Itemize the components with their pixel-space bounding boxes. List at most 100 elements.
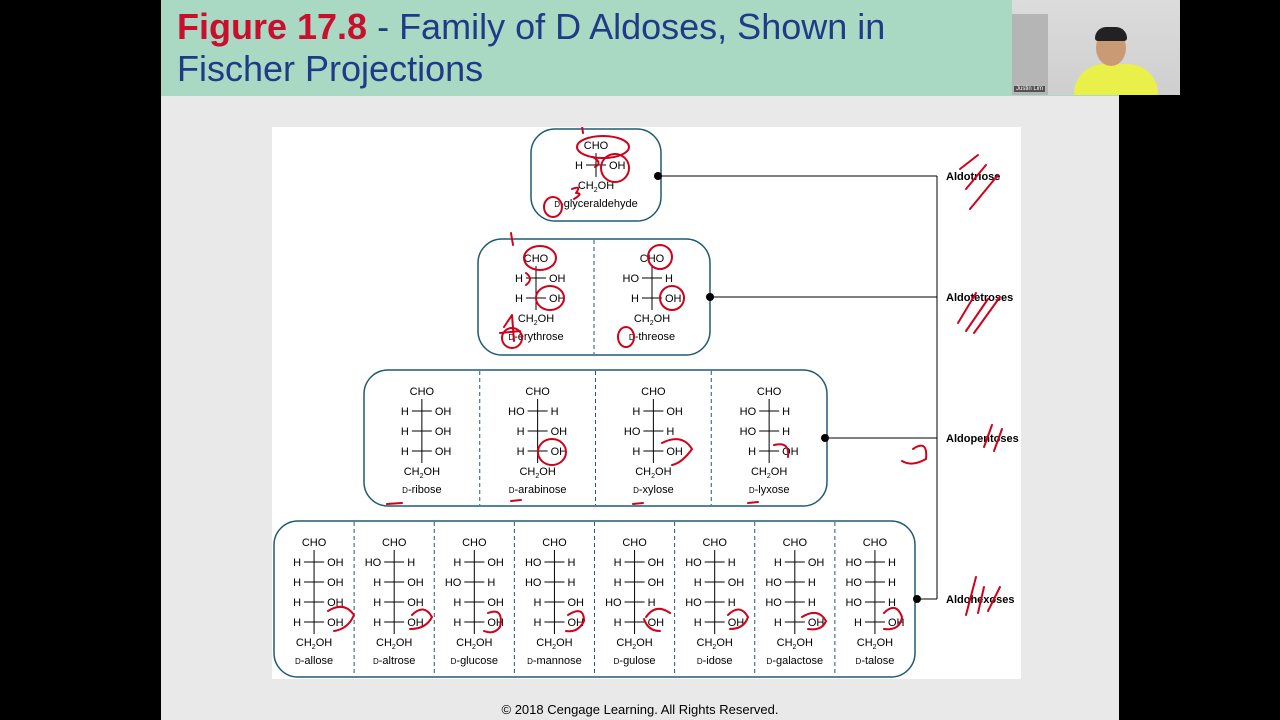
h-label: H (694, 577, 702, 589)
handwritten-strike (983, 424, 1003, 452)
h-label: H (533, 617, 541, 629)
oh-label: OH (327, 557, 344, 569)
oh-label: OH (808, 557, 825, 569)
handwritten-annotation (565, 610, 585, 633)
sugar-name: D-lyxose (749, 484, 790, 496)
h-label: H (774, 557, 782, 569)
cho-label: CHO (524, 253, 549, 265)
h-label: H (373, 597, 381, 609)
sugar-name: D-gulose (614, 655, 656, 667)
sugar-name: D-ribose (402, 484, 441, 496)
h-label: H (666, 426, 674, 438)
handwritten-number-2 (525, 272, 531, 286)
ch2oh-label: CH2OH (634, 313, 670, 327)
ho-label: HO (365, 557, 382, 569)
ch2oh-label: CH2OH (857, 637, 893, 651)
h-label: H (453, 557, 461, 569)
ho-label: HO (845, 597, 862, 609)
oh-label: OH (728, 577, 745, 589)
handwritten-underline (632, 502, 644, 505)
sugar-name: D-idose (697, 655, 733, 667)
handwritten-strike (957, 292, 1001, 334)
handwritten-annotation (883, 606, 903, 631)
title-text: - Family of D Aldoses, Shown in (367, 6, 886, 47)
oh-label: OH (551, 446, 568, 458)
oh-label: OH (567, 617, 584, 629)
h-label: H (551, 406, 559, 418)
webcam-person-hair (1095, 27, 1127, 41)
handwritten-circle (647, 244, 673, 270)
handwritten-circle (537, 438, 567, 466)
ch2oh-label: CH2OH (635, 466, 671, 480)
handwritten-circle (600, 153, 630, 183)
oh-label: OH (551, 426, 568, 438)
handwritten-circle (501, 327, 523, 349)
oh-label: OH (665, 293, 682, 305)
connector-dot (821, 434, 829, 442)
sugar-name: D-xylose (633, 484, 674, 496)
sugar-name: D-talose (856, 655, 895, 667)
h-label: H (293, 577, 301, 589)
h-label: H (373, 617, 381, 629)
h-label: H (293, 597, 301, 609)
ho-label: HO (525, 557, 542, 569)
connector-dot (913, 595, 921, 603)
group-label: Aldopentoses (946, 433, 1019, 445)
cho-label: CHO (462, 537, 487, 549)
h-label: H (373, 577, 381, 589)
ho-label: HO (845, 557, 862, 569)
h-label: H (515, 273, 523, 285)
ho-label: HO (765, 597, 782, 609)
handwritten-annotation (901, 444, 928, 465)
webcam-person-body (1074, 64, 1158, 95)
oh-label: OH (648, 577, 665, 589)
oh-label: OH (648, 617, 665, 629)
sugar-name: D-altrose (373, 655, 415, 667)
slide-title: Figure 17.8 - Family of D Aldoses, Shown… (177, 6, 885, 90)
oh-label: OH (435, 426, 452, 438)
ch2oh-label: CH2OH (536, 637, 572, 651)
cho-label: CHO (584, 140, 609, 152)
h-label: H (774, 617, 782, 629)
sugar-name: D-glyceraldehyde (554, 198, 637, 210)
handwritten-circle (576, 135, 630, 159)
ch2oh-label: CH2OH (456, 637, 492, 651)
oh-label: OH (487, 557, 504, 569)
h-label: H (401, 406, 409, 418)
h-label: H (614, 577, 622, 589)
handwritten-number-2 (592, 156, 600, 168)
oh-label: OH (728, 617, 745, 629)
sugar-name: D-erythrose (508, 331, 563, 343)
ho-label: HO (685, 597, 702, 609)
ch2oh-label: CH2OH (777, 637, 813, 651)
cho-label: CHO (622, 537, 647, 549)
connector-dot (706, 293, 714, 301)
figure-number: Figure 17.8 (177, 6, 368, 47)
h-label: H (648, 597, 656, 609)
h-label: H (515, 293, 523, 305)
cho-label: CHO (542, 537, 567, 549)
group-label: Aldotriose (946, 171, 1000, 183)
ch2oh-label: CH2OH (519, 466, 555, 480)
handwritten-annotation (327, 605, 355, 632)
handwritten-annotation (483, 610, 502, 634)
cho-label: CHO (525, 386, 550, 398)
h-label: H (453, 617, 461, 629)
oh-label: OH (549, 293, 566, 305)
h-label: H (533, 597, 541, 609)
h-label: H (631, 293, 639, 305)
handwritten-circle (543, 196, 563, 218)
group-label: Aldotetroses (946, 292, 1013, 304)
ho-label: HO (845, 577, 862, 589)
sugar-name: D-arabinose (509, 484, 567, 496)
ho-label: HO (740, 406, 757, 418)
sugar-name: D-mannose (527, 655, 582, 667)
slide: Figure 17.8 - Family of D Aldoses, Shown… (161, 0, 1119, 720)
cho-label: CHO (641, 386, 666, 398)
h-label: H (694, 617, 702, 629)
h-label: H (888, 597, 896, 609)
handwritten-annotation (773, 443, 790, 458)
title-bar: Figure 17.8 - Family of D Aldoses, Shown… (161, 0, 1119, 96)
oh-label: OH (666, 406, 683, 418)
